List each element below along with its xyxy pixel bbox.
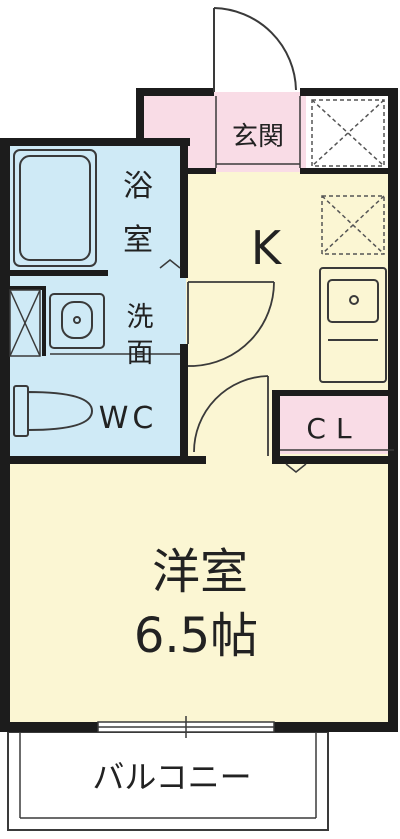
bathtub-icon bbox=[13, 149, 97, 267]
room-size-label: 6.5帖 bbox=[134, 608, 258, 664]
western-room-label: 洋室 bbox=[152, 544, 248, 600]
washroom-door bbox=[187, 281, 275, 367]
wc-label: WC bbox=[99, 401, 158, 436]
balcony bbox=[7, 731, 329, 831]
western-room-floor bbox=[8, 460, 396, 726]
washroom-floor bbox=[8, 278, 186, 460]
washbasin-icon bbox=[49, 293, 105, 349]
refrigerator-space-icon bbox=[321, 195, 385, 255]
window bbox=[97, 716, 275, 738]
washroom-label-2: 面 bbox=[127, 338, 154, 369]
genkan-label: 玄関 bbox=[232, 122, 284, 152]
washroom-label-1: 洗 bbox=[127, 302, 154, 333]
kitchen-label: K bbox=[251, 221, 283, 275]
closet-floor bbox=[276, 396, 394, 454]
entrance-door bbox=[213, 7, 297, 92]
bath-label-1: 浴 bbox=[123, 169, 153, 204]
linen-storage-icon bbox=[9, 289, 41, 357]
walls bbox=[0, 88, 398, 732]
bath-label-2: 室 bbox=[123, 223, 153, 258]
kitchen-counter-icon bbox=[319, 267, 387, 383]
western-room-door bbox=[193, 375, 269, 456]
shoe-box-icon bbox=[311, 99, 385, 167]
balcony-label: バルコニー bbox=[92, 758, 251, 796]
closet-label: CL bbox=[306, 412, 361, 445]
toilet-icon bbox=[13, 385, 94, 437]
